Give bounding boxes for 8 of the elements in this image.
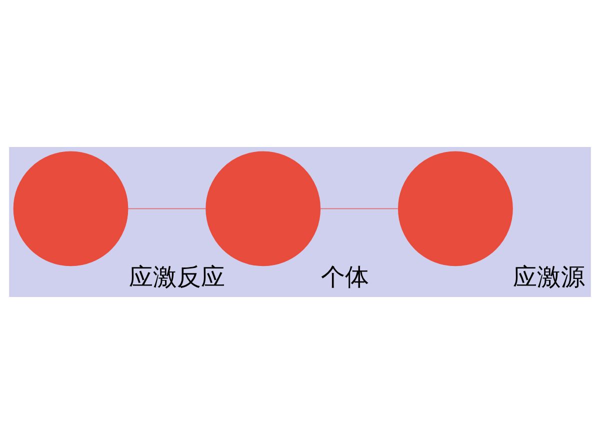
node-label: 应激反应 [129, 262, 226, 290]
node-circle [398, 150, 513, 266]
node-label: 个体 [320, 262, 369, 290]
node-circle [13, 150, 128, 266]
node-label: 应激源 [513, 262, 586, 290]
node-circle [206, 150, 321, 266]
connector [127, 208, 206, 209]
connector [320, 208, 399, 209]
